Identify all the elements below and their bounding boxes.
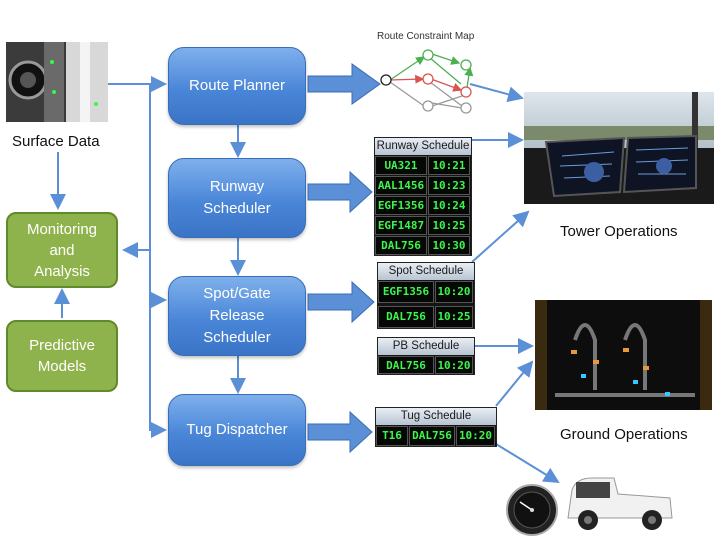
monitoring-line-1: Monitoring	[26, 220, 98, 238]
tug-schedule-panel: Tug Schedule T16 DAL756 10:20	[375, 407, 497, 447]
monitoring-line-3: Analysis	[34, 262, 90, 280]
table-row: EGF1356 10:24	[375, 196, 471, 215]
flight-cell: DAL756	[409, 426, 455, 446]
flight-cell: DAL756	[378, 306, 434, 328]
table-row: DAL756 10:20	[378, 356, 474, 374]
speed-gauge-image	[506, 484, 558, 536]
monitoring-line-2: and	[49, 241, 75, 259]
tug-vehicle-graphic	[567, 477, 673, 530]
tower-console-graphic	[524, 92, 714, 204]
tug-cell: T16	[376, 426, 408, 446]
time-cell: 10:24	[428, 196, 470, 215]
table-row: EGF1356 10:20	[378, 281, 474, 303]
time-cell: 10:25	[435, 306, 473, 328]
route-constraint-map-title: Route Constraint Map	[377, 31, 475, 42]
table-row: T16 DAL756 10:20	[376, 426, 496, 446]
flight-cell: EGF1487	[375, 216, 427, 235]
flight-cell: EGF1356	[378, 281, 434, 303]
output-connectors	[469, 83, 560, 484]
time-cell: 10:21	[428, 156, 470, 175]
spot-schedule-panel: Spot Schedule EGF1356 10:20 DAL756 10:25	[377, 262, 475, 329]
tug-dispatcher-module: Tug Dispatcher	[168, 394, 306, 466]
pb-schedule-title: PB Schedule	[378, 338, 474, 355]
runway-scheduler-line-1: Runway	[209, 178, 265, 195]
table-row: DAL756 10:25	[378, 306, 474, 328]
predictive-models-box: Predictive Models	[6, 320, 118, 392]
table-row: DAL756 10:30	[375, 236, 471, 255]
arrow-runway-schedule	[307, 170, 373, 214]
time-cell: 10:20	[435, 281, 473, 303]
time-cell: 10:25	[428, 216, 470, 235]
spot-gate-line-2: Release	[209, 307, 265, 324]
runway-scheduler-module: Runway Scheduler	[168, 158, 306, 238]
flight-cell: EGF1356	[375, 196, 427, 215]
surface-data-image	[6, 42, 108, 122]
route-planner-label: Route Planner	[189, 77, 285, 94]
flight-cell: DAL756	[375, 236, 427, 255]
arrow-spot-schedule	[307, 280, 375, 324]
table-row: EGF1487 10:25	[375, 216, 471, 235]
flight-cell: UA321	[375, 156, 427, 175]
tug-schedule-title: Tug Schedule	[376, 408, 496, 425]
time-cell: 10:23	[428, 176, 470, 195]
block-arrows	[307, 63, 381, 454]
tug-dispatcher-label: Tug Dispatcher	[186, 421, 288, 438]
surface-data-connector	[50, 76, 167, 438]
arrow-route-map	[307, 63, 381, 105]
spot-gate-line-1: Spot/Gate	[203, 285, 271, 302]
monitoring-analysis-box: Monitoring and Analysis	[6, 212, 118, 288]
table-row: AAL1456 10:23	[375, 176, 471, 195]
tower-operations-label: Tower Operations	[560, 223, 678, 240]
time-cell: 10:20	[456, 426, 495, 446]
ground-operations-image	[535, 300, 712, 410]
predictive-line-1: Predictive	[29, 337, 95, 354]
route-planner-module: Route Planner	[168, 47, 306, 125]
route-constraint-graph	[380, 49, 474, 114]
runway-schedule-panel: Runway Schedule UA321 10:21 AAL1456 10:2…	[374, 137, 472, 256]
time-cell: 10:30	[428, 236, 470, 255]
tug-vehicle-image	[562, 468, 676, 534]
spot-gate-scheduler-module: Spot/Gate Release Scheduler	[168, 276, 306, 356]
runway-schedule-title: Runway Schedule	[375, 138, 471, 155]
airport-surface-graphic	[6, 42, 108, 122]
surface-data-label: Surface Data	[12, 133, 100, 150]
time-cell: 10:20	[435, 356, 473, 374]
table-row: UA321 10:21	[375, 156, 471, 175]
runway-scheduler-line-2: Scheduler	[203, 200, 271, 217]
predictive-line-2: Models	[37, 358, 87, 375]
spot-gate-line-3: Scheduler	[203, 329, 271, 346]
arrow-tug-schedule	[307, 410, 373, 454]
tower-operations-image	[524, 92, 714, 204]
gauge-graphic	[506, 484, 558, 536]
flight-cell: DAL756	[378, 356, 434, 374]
flight-cell: AAL1456	[375, 176, 427, 195]
pb-schedule-panel: PB Schedule DAL756 10:20	[377, 337, 475, 375]
spot-schedule-title: Spot Schedule	[378, 263, 474, 280]
ground-operations-label: Ground Operations	[560, 426, 688, 443]
ground-display-graphic	[535, 300, 712, 410]
